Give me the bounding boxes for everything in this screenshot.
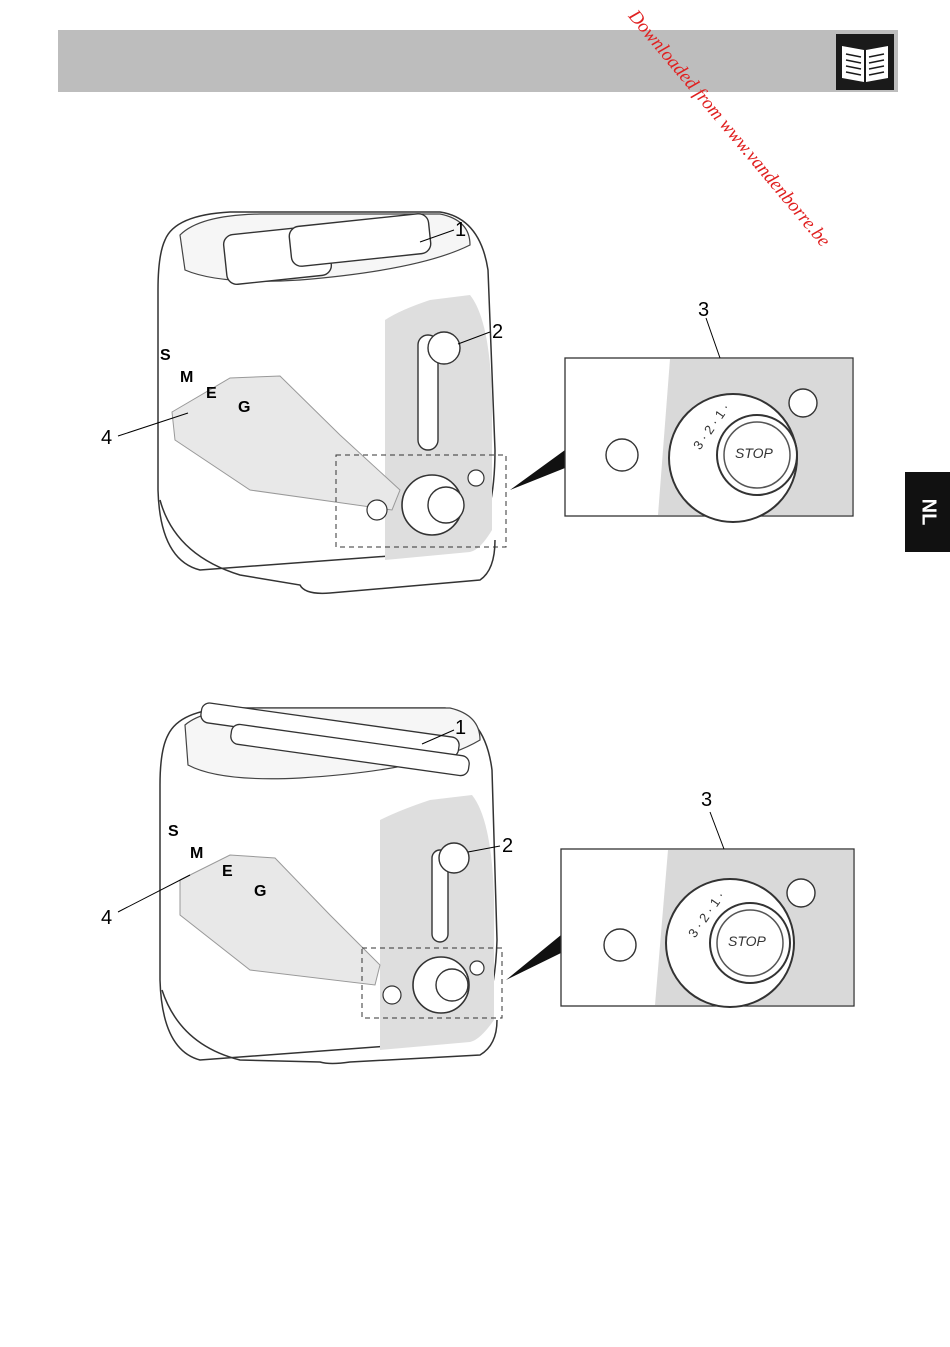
brand-letter-s: S [168,824,179,840]
toaster-illustration-2 [0,700,950,1120]
toaster-figure-2: 1 2 3 4 S M E G STOP 3 · 2 · 1 · [0,700,950,1140]
brand-letter-e: E [222,864,233,880]
callout-1: 1 [455,718,466,738]
brand-letter-s: S [160,348,171,364]
brand-letter-g: G [254,884,266,900]
callout-2: 2 [492,322,503,342]
brand-letter-m: M [190,846,203,862]
brand-letter-e: E [206,386,217,402]
callout-4: 4 [101,428,112,448]
callout-2: 2 [502,836,513,856]
toaster-illustration-1 [0,200,950,620]
callout-3: 3 [698,300,709,320]
dial-stop-label: STOP [728,934,766,948]
book-icon [836,34,894,90]
brand-letter-g: G [238,400,250,416]
brand-letter-m: M [180,370,193,386]
callout-4: 4 [101,908,112,928]
callout-3: 3 [701,790,712,810]
callout-1: 1 [455,220,466,240]
header-bar [58,30,898,92]
dial-stop-label: STOP [735,446,773,460]
toaster-figure-1: 1 2 3 4 S M E G STOP 3 · 2 · 1 · [0,200,950,640]
